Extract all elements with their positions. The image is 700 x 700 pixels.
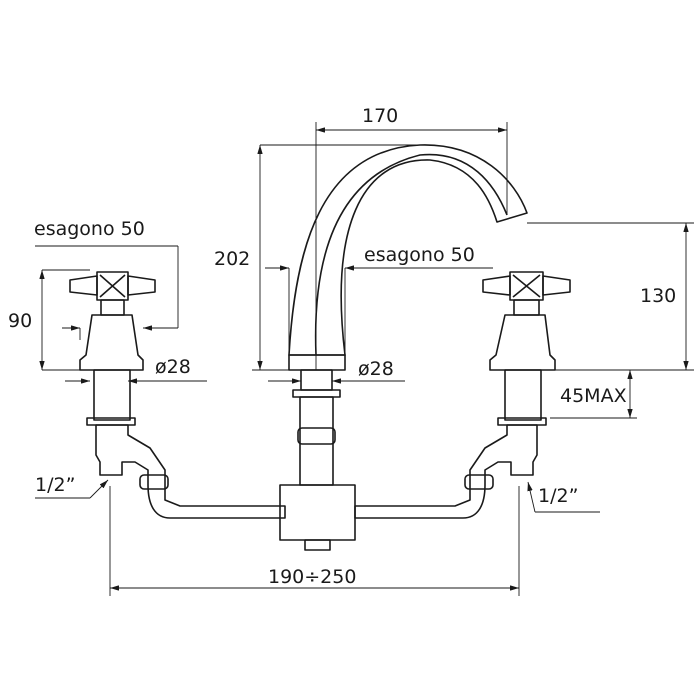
spout-reach-label: 170 [362,105,399,127]
spout-height-label: 202 [214,248,251,270]
spout-hex-label: esagono 50 [364,244,475,266]
centre-distance-label: 190÷250 [268,566,357,588]
valve-hex-label: esagono 50 [34,218,145,240]
dimension-lines [35,122,694,596]
inlet-left-label: 1/2” [35,474,76,496]
max-deck-label: 45MAX [560,385,627,407]
valve-height-label: 90 [8,310,33,332]
inlet-right-label: 1/2” [538,485,579,507]
valve-diameter-label: ø28 [155,356,191,378]
left-valve [69,271,286,519]
outlet-height-label: 130 [640,285,677,307]
spout-diameter-label: ø28 [358,358,394,380]
right-valve [354,271,571,519]
spout [279,144,528,551]
